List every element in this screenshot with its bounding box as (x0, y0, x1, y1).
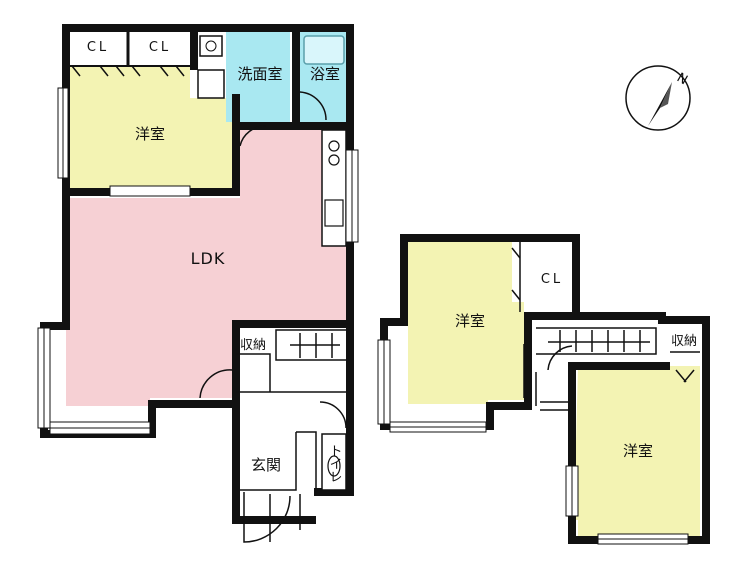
first-floor-windows (37, 87, 359, 435)
western-room-2-fill (408, 242, 524, 404)
room-label-western-1: 洋室 (135, 125, 165, 143)
bathtub (303, 35, 345, 65)
kitchen-counter (321, 129, 347, 247)
compass-circle (625, 65, 691, 131)
compass-needle-icon (648, 82, 672, 126)
room-label-bathroom: 浴室 (310, 65, 340, 83)
kitchen-sink (324, 199, 344, 227)
room-label-western-2: 洋室 (455, 312, 485, 330)
stove-burner-1 (328, 140, 340, 152)
room-label-washroom: 洗面室 (237, 65, 282, 83)
room-label-toilet: トイレ (327, 444, 342, 483)
laundry-space (197, 69, 225, 99)
second-floor: 洋室 CL 収納 洋室 (377, 234, 710, 545)
room-label-ldk: LDK (191, 249, 226, 268)
basin-bowl (205, 40, 217, 52)
second-floor-windows (377, 339, 689, 545)
room-label-cl-upper: CL (541, 272, 563, 287)
washbasin (199, 35, 223, 57)
western-room-1-fill (70, 66, 232, 188)
ldk-fill (66, 130, 346, 406)
room-label-storage-1: 収納 (240, 338, 266, 353)
room-label-western-3: 洋室 (623, 442, 653, 460)
room-label-storage-2: 収納 (671, 334, 697, 349)
room-label-cl-right: CL (149, 40, 171, 55)
toilet-room (321, 433, 347, 491)
second-floor-interior (511, 242, 700, 411)
stove-burner-2 (328, 154, 340, 166)
north-compass: N (625, 65, 691, 131)
western-room-3-fill (574, 366, 700, 536)
closet-door-marks (71, 65, 185, 77)
first-floor: CL CL 洗面室 浴室 洋室 LDK 収納 玄関 トイレ (37, 24, 359, 543)
first-floor-interior (199, 91, 350, 543)
compass-needle-shade (660, 82, 672, 108)
toilet-bowl (327, 455, 341, 477)
room-label-cl-left: CL (87, 40, 109, 55)
room-label-entrance: 玄関 (251, 456, 281, 474)
